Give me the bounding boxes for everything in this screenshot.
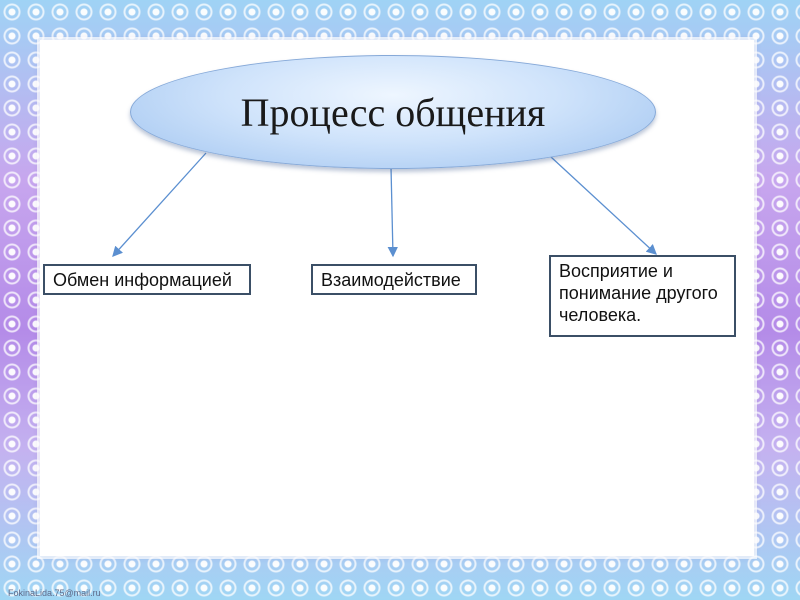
connector-right xyxy=(551,157,656,254)
watermark: FokinaLida.75@mail.ru xyxy=(8,588,101,598)
node-interaction: Взаимодействие xyxy=(311,264,477,295)
diagram-title: Процесс общения xyxy=(241,89,546,136)
node-perception: Восприятие и понимание другого человека. xyxy=(549,255,736,337)
node-information-exchange: Обмен информацией xyxy=(43,264,251,295)
connector-left xyxy=(113,153,206,256)
title-ellipse: Процесс общения xyxy=(130,55,656,169)
connector-center xyxy=(391,167,393,256)
